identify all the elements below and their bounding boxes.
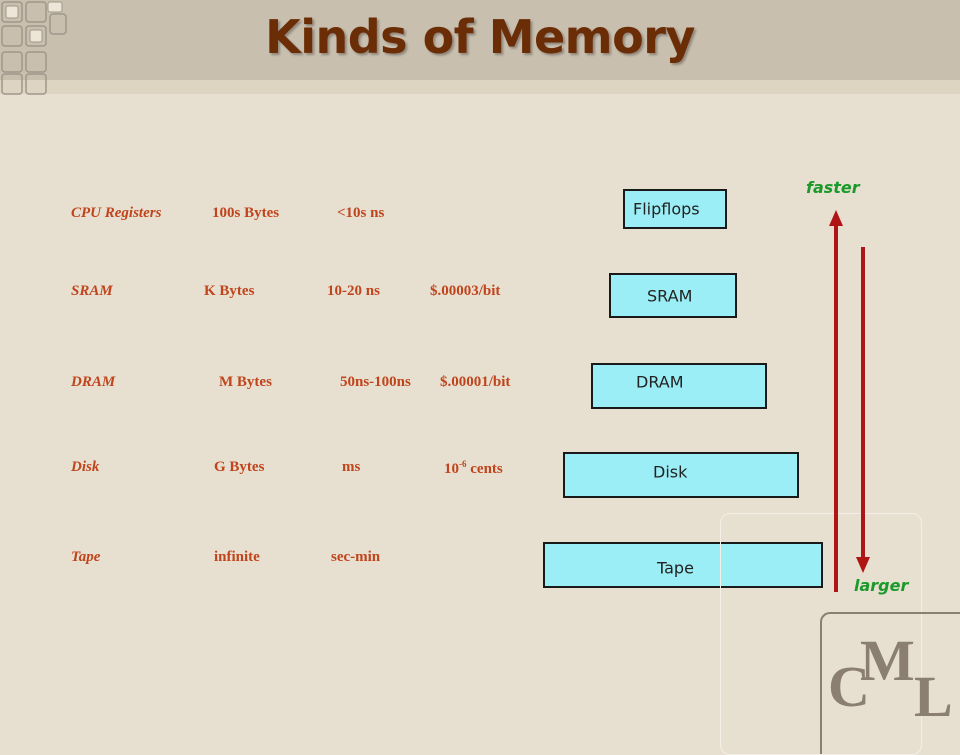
memory-cost: 10-6 cents [444,459,503,478]
memory-speed: ms [342,459,361,475]
table-row: CPU Registers 100s Bytes <10s ns [0,205,560,235]
memory-type: DRAM [71,374,116,390]
memory-size: 100s Bytes [212,205,280,221]
larger-label: larger [854,576,909,595]
memory-speed: <10s ns [337,205,385,221]
logo-letter-l: L [914,664,953,720]
slide-title: Kinds of Memory [265,10,695,64]
table-row: Disk G Bytes ms 10-6 cents [0,459,560,489]
memory-type: Disk [71,459,100,475]
memory-size: M Bytes [219,374,272,390]
larger-arrow-icon [856,247,870,573]
table-row: DRAM M Bytes 50ns-100ns $.00001/bit [0,374,560,404]
cost-unit: cents [466,461,503,477]
memory-speed: 10-20 ns [327,283,380,299]
hierarchy-box-label: SRAM [647,286,693,305]
header-strip [0,80,960,94]
cost-exponent: -6 [459,459,467,469]
logo-letter-c: C [828,654,870,719]
memory-type: CPU Registers [71,205,162,221]
memory-speed: sec-min [331,549,381,565]
hierarchy-box-flipflops: Flipflops [623,189,727,229]
table-row: Tape infinite sec-min [0,549,560,579]
logo-letter-m: M [860,628,915,693]
hierarchy-box-dram: DRAM [591,363,767,409]
table-row: SRAM K Bytes 10-20 ns $.00003/bit [0,283,560,313]
hierarchy-box-disk: Disk [563,452,799,498]
memory-cost: $.00001/bit [440,374,511,390]
hierarchy-box-label: DRAM [636,372,684,392]
hierarchy-box-sram: SRAM [609,273,737,318]
faster-arrow-icon [829,210,843,592]
faster-label: faster [806,178,860,197]
cml-logo: C M L [828,628,953,720]
memory-size: K Bytes [204,283,255,299]
decorative-squares-icon [1,1,67,95]
memory-type: SRAM [71,283,113,299]
memory-type: Tape [71,549,101,565]
cost-base: 10 [444,461,459,477]
memory-size: infinite [214,549,260,565]
hierarchy-box-label: Flipflops [633,199,700,219]
header-band [0,0,960,80]
hierarchy-box-tape: Tape [543,542,823,588]
memory-size: G Bytes [214,459,265,475]
memory-cost: $.00003/bit [430,283,501,299]
memory-speed: 50ns-100ns [340,374,411,390]
hierarchy-box-label: Tape [657,558,694,578]
hierarchy-box-label: Disk [653,462,688,482]
logo-frame [820,612,960,754]
